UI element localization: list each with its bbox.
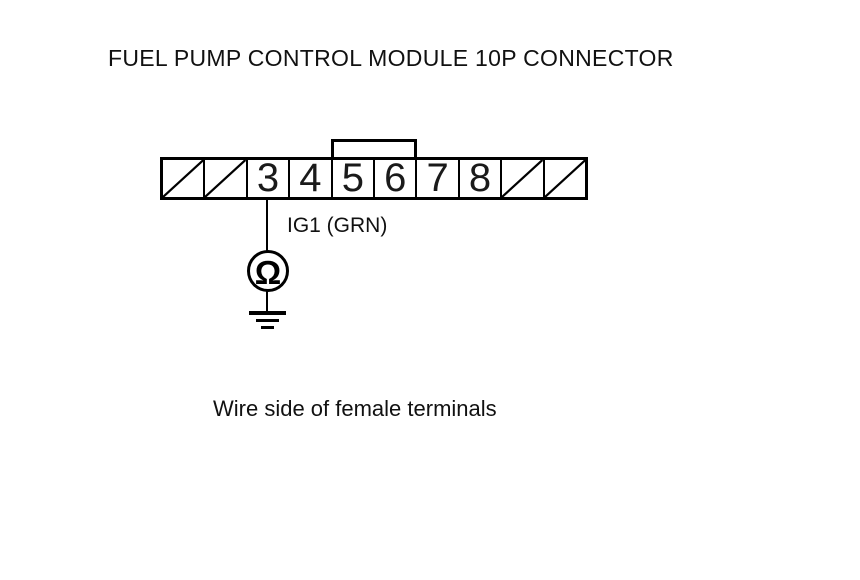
ohm-glyph: Ω [254, 253, 282, 291]
hatch-diagonal-icon [544, 160, 586, 197]
connector-cell-pin-3: 3 [248, 156, 291, 200]
ground-symbol-bar-2 [256, 319, 279, 322]
pin-number-5: 5 [341, 156, 364, 200]
ohmmeter-symbol: Ω [247, 250, 289, 292]
pin-number-4: 4 [299, 156, 322, 200]
wire-label: IG1 (GRN) [287, 214, 388, 237]
ground-symbol-bar-1 [249, 311, 286, 315]
connector-cell-blocked-9 [502, 160, 545, 197]
pin-number-7: 7 [426, 156, 449, 200]
connector-key-tab [331, 139, 417, 161]
pin-number-8: 8 [468, 156, 492, 200]
hatch-diagonal-icon [163, 160, 204, 197]
connector-cell-pin-5: 5 [333, 156, 376, 200]
connector-cell-blocked-2 [205, 160, 248, 197]
connector-cell-blocked-1 [163, 160, 206, 197]
connector-cell-pin-6: 6 [375, 156, 418, 200]
pin-number-6: 6 [384, 156, 407, 200]
diagram-title: FUEL PUMP CONTROL MODULE 10P CONNECTOR [108, 45, 674, 71]
connector-cell-pin-4: 4 [290, 156, 333, 200]
hatch-diagonal-icon [205, 160, 246, 197]
wire-pin3-to-meter [266, 199, 268, 251]
caption: Wire side of female terminals [213, 396, 497, 421]
ground-symbol-bar-3 [261, 326, 274, 329]
connector-cell-pin-8: 8 [460, 156, 503, 200]
pin-number-3: 3 [256, 156, 280, 200]
connector-cell-pin-7: 7 [417, 156, 460, 200]
connector-body: 3 4 5 6 7 8 [160, 157, 588, 200]
hatch-diagonal-icon [502, 160, 543, 197]
wire-meter-to-ground [266, 291, 268, 312]
connector-cell-blocked-10 [544, 160, 586, 197]
